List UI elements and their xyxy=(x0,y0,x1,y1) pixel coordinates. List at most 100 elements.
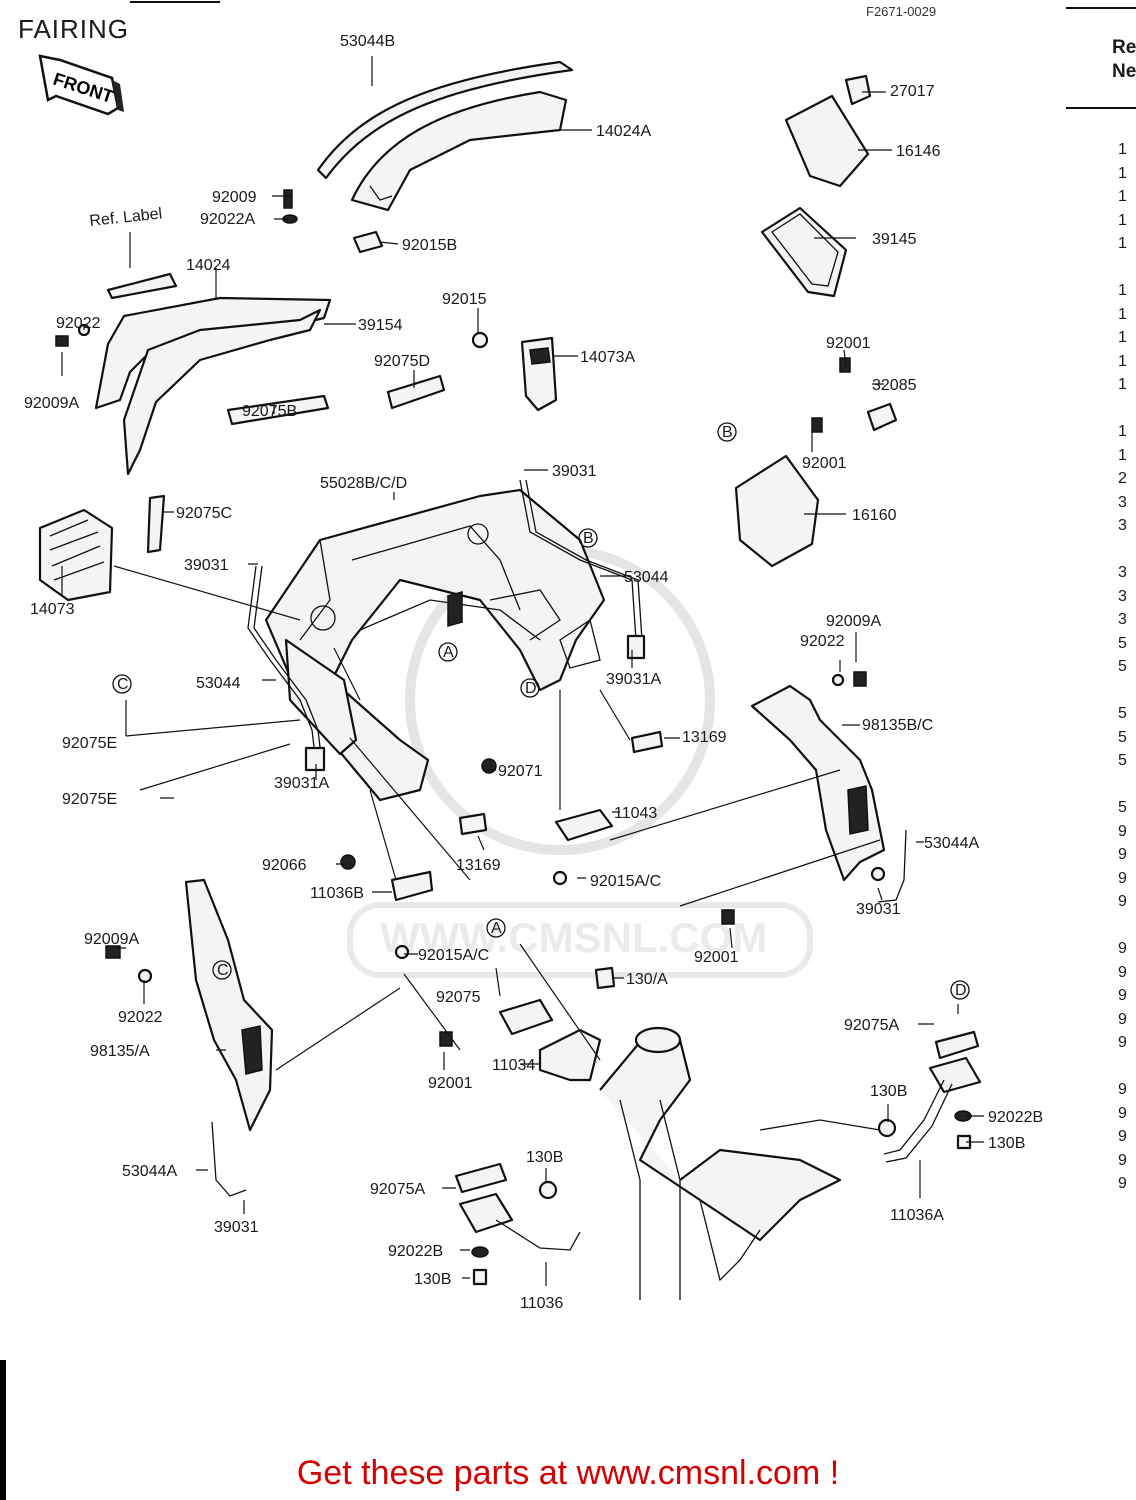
part-label: 13169 xyxy=(456,857,501,874)
grommet-icon xyxy=(877,1118,897,1138)
part-label: 39145 xyxy=(872,231,917,248)
front-arrow: FRONT xyxy=(38,54,124,116)
screw-icon xyxy=(283,189,293,209)
reference-row: 1 xyxy=(1118,235,1127,252)
frame xyxy=(599,1026,881,1300)
reference-row: 1 xyxy=(1118,352,1127,370)
part-label: 92075C xyxy=(176,505,232,522)
reference-row: 3 xyxy=(1118,517,1127,534)
reference-row: 5 xyxy=(1118,658,1127,675)
part-label: 130B xyxy=(988,1135,1025,1152)
reference-row: 9 xyxy=(1118,1128,1127,1145)
part-label: 92022 xyxy=(56,315,101,332)
grommet-icon xyxy=(481,758,497,774)
reference-row: 1 xyxy=(1118,211,1127,229)
reference-circles xyxy=(112,422,970,1000)
part-label: 39031A xyxy=(274,775,329,792)
part-label: 130B xyxy=(870,1083,907,1100)
part-label: 92075 xyxy=(436,989,481,1006)
part-label: 11034 xyxy=(492,1057,535,1074)
footer-link-text[interactable]: Get these parts at www.cmsnl.com ! xyxy=(296,1454,840,1492)
part-label: 92022B xyxy=(988,1109,1043,1126)
screw-icon xyxy=(721,909,735,925)
brackets xyxy=(390,730,664,902)
reference-row: 3 xyxy=(1118,564,1127,581)
reference-row: 9 xyxy=(1118,1104,1127,1122)
grommet-icon xyxy=(340,854,356,870)
part-label: 92015A/C xyxy=(590,873,661,890)
part-label: B xyxy=(722,424,733,441)
part-label: 13169 xyxy=(682,729,727,746)
reference-row: 5 xyxy=(1118,705,1127,722)
part-label: 53044 xyxy=(196,675,241,692)
part-label: 39031 xyxy=(214,1219,259,1236)
reference-row: 3 xyxy=(1118,587,1127,605)
part-label: B xyxy=(583,530,594,547)
part-label: 92001 xyxy=(694,949,739,966)
part-label: 92015A/C xyxy=(418,947,489,964)
part-label: 130/A xyxy=(626,971,668,988)
reference-row: 5 xyxy=(1118,634,1127,652)
part-label: 130B xyxy=(526,1149,563,1166)
part-label: 14024 xyxy=(186,257,231,274)
part-label: 92075D xyxy=(374,353,430,370)
reference-row: 9 xyxy=(1118,940,1127,957)
meter-housing xyxy=(520,336,558,412)
part-label: 92075B xyxy=(242,403,297,420)
part-label: D xyxy=(955,982,967,999)
screw-icon xyxy=(472,1268,488,1286)
part-label: 92001 xyxy=(826,335,871,352)
reference-row: 5 xyxy=(1118,752,1127,769)
reference-row: 9 xyxy=(1118,1151,1127,1169)
screw-icon xyxy=(853,671,867,687)
part-label: 92075A xyxy=(844,1017,899,1034)
reference-row: 9 xyxy=(1118,987,1127,1004)
screw-icon xyxy=(811,417,823,433)
left-side-panel xyxy=(184,878,274,1197)
part-label: 92009A xyxy=(84,931,139,948)
reference-row: 1 xyxy=(1118,305,1127,323)
part-label: 39031 xyxy=(552,463,597,480)
stays xyxy=(247,479,646,772)
grommet-icon xyxy=(471,331,489,349)
clip-icon xyxy=(352,230,384,254)
reference-header-line: Ne xyxy=(1112,61,1136,82)
right-side-panel xyxy=(750,684,907,903)
part-label: 92015B xyxy=(402,237,457,254)
reference-row: 1 xyxy=(1118,141,1127,158)
reference-row: 2 xyxy=(1118,470,1127,487)
part-label: 55028B/C/D xyxy=(320,475,407,492)
part-label: 11036B xyxy=(310,885,364,902)
part-label: 16146 xyxy=(896,143,941,160)
reference-row: 9 xyxy=(1118,1010,1127,1028)
plates xyxy=(146,374,446,554)
upper-cover xyxy=(94,272,332,476)
part-label: 92075E xyxy=(62,791,117,808)
part-label: 92022 xyxy=(118,1009,163,1026)
part-label: 53044A xyxy=(122,1163,177,1180)
part-label: 92022 xyxy=(800,633,845,650)
screw-icon xyxy=(55,335,69,347)
reference-row: 9 xyxy=(1118,869,1127,887)
part-label: 14073 xyxy=(30,601,75,618)
part-label: 92015 xyxy=(442,291,487,308)
washer-icon xyxy=(137,968,153,984)
part-label: 92022B xyxy=(388,1243,443,1260)
grommet-icon xyxy=(538,1180,558,1200)
part-label: 92066 xyxy=(262,857,307,874)
scan-edge-mark xyxy=(0,1360,6,1500)
part-label: 92075A xyxy=(370,1181,425,1198)
part-label: D xyxy=(525,680,537,697)
side-lamp xyxy=(38,508,114,602)
reference-header: Re Ne xyxy=(1112,36,1136,84)
part-label: 92009 xyxy=(212,189,257,206)
part-label: 98135B/C xyxy=(862,717,933,734)
part-label: 92009A xyxy=(826,613,881,630)
reference-row: 1 xyxy=(1118,188,1127,205)
part-label: 39154 xyxy=(358,317,403,334)
part-label: C xyxy=(217,962,229,979)
part-labels: 53044B 14024A 27017 16146 92009 92022A 9… xyxy=(24,33,1043,1312)
part-label: C xyxy=(117,676,129,693)
part-label: 92075E xyxy=(62,735,117,752)
